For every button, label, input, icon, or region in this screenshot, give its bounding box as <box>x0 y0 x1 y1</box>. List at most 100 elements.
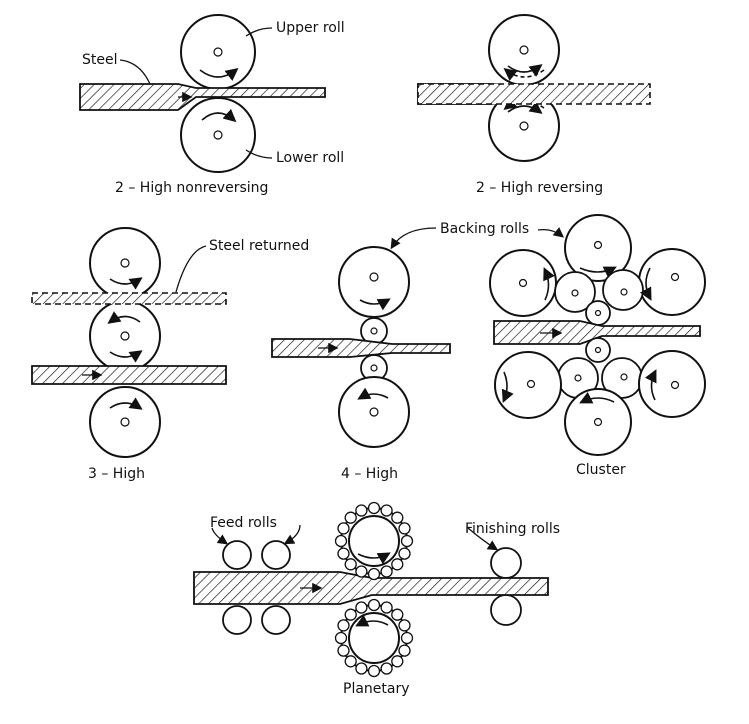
lower-planet-roll <box>391 655 404 668</box>
upper-planet-roll <box>344 511 357 524</box>
feed-roll-lower-2 <box>261 605 291 635</box>
upper-planet-roll <box>344 558 357 571</box>
cluster-caption: Cluster <box>576 462 626 478</box>
lower-planet-roll <box>367 664 381 678</box>
middle-roll-hub <box>120 331 130 341</box>
upper-roll-rotation-arrow <box>199 68 239 81</box>
lower-roll-hub <box>213 130 223 140</box>
upper-planet-roll <box>334 534 348 548</box>
hub <box>526 379 536 389</box>
upper-backing-roll-arrow <box>359 298 391 311</box>
upper-planetary-rotation-arrow <box>357 552 391 565</box>
backing-rolls-label: Backing rolls <box>440 221 529 237</box>
middle-roll-upper-arrow <box>107 311 141 324</box>
upper-planet-roll <box>337 522 350 535</box>
finishing-roll-upper <box>490 547 522 579</box>
upper-planet-roll <box>367 567 381 581</box>
hub <box>670 272 680 282</box>
upper-roll-reverse-arrow <box>503 68 545 81</box>
middle-roll-lower-arrow <box>109 350 143 363</box>
hub <box>620 288 628 296</box>
two-high-reversing-caption: 2 – High reversing <box>476 180 603 196</box>
bottom-roll-hub <box>120 417 130 427</box>
lower-backing-roll-hub <box>369 407 379 417</box>
steel-leader <box>119 59 151 85</box>
steel-strip-return <box>417 83 651 105</box>
lower-planet-roll <box>355 601 368 614</box>
upper-roll-forward-arrow <box>507 64 543 77</box>
steel-strip <box>193 571 549 605</box>
lower-planet-roll <box>380 662 393 675</box>
steel-strip <box>493 320 701 345</box>
hub <box>620 373 628 381</box>
lower-planet-roll <box>380 601 393 614</box>
steel-returned-leader <box>175 245 207 293</box>
lower-planetary-rotation-arrow <box>355 614 389 627</box>
lower-roll-reverse-arrow <box>503 97 545 110</box>
lower-planet-roll <box>344 608 357 621</box>
cluster-rotation-arrow <box>639 267 652 301</box>
backing-rolls-leader-left <box>390 227 437 250</box>
two-high-reversing-mill: 2 – High reversing <box>417 14 651 196</box>
lower-planet-roll <box>355 662 368 675</box>
top-roll-hub <box>120 258 130 268</box>
lower-planet-roll <box>337 619 350 632</box>
upper-planet-roll <box>355 504 368 517</box>
upper-planet-roll <box>367 501 381 515</box>
hub <box>574 374 582 382</box>
hub <box>670 380 680 390</box>
upper-planet-roll <box>337 547 350 560</box>
upper-planet-roll <box>380 565 393 578</box>
feed-roll-upper-1 <box>222 540 252 570</box>
lower-roll-leader <box>245 149 273 159</box>
lower-planet-roll <box>391 608 404 621</box>
upper-roll-hub <box>519 45 529 55</box>
lower-roll-label: Lower roll <box>276 150 344 166</box>
upper-planet-roll <box>391 511 404 524</box>
cluster-rotation-arrow <box>543 267 555 301</box>
upper-planet-roll <box>400 534 414 548</box>
upper-backing-roll-hub <box>369 272 379 282</box>
top-roll-rotation-arrow <box>109 277 143 290</box>
feed-rolls-label: Feed rolls <box>210 515 277 531</box>
upper-planetary-assembly <box>334 501 414 581</box>
lower-planet-roll <box>337 644 350 657</box>
steel-returned-label: Steel returned <box>209 238 309 254</box>
hub <box>594 346 602 354</box>
returned-steel-strip <box>31 292 227 305</box>
lower-backing-roll-arrow <box>357 387 389 400</box>
two-high-nonreversing-caption: 2 – High nonreversing <box>115 180 268 196</box>
four-high-mill: 4 – High <box>271 227 451 482</box>
lower-roll-forward-arrow <box>507 101 543 114</box>
lower-roll-rotation-arrow <box>201 108 237 123</box>
hub <box>593 417 603 427</box>
lower-planet-roll <box>400 631 414 645</box>
upper-roll-hub <box>213 47 223 57</box>
cluster-rotation-arrow <box>579 391 615 404</box>
lower-roll-hub <box>519 121 529 131</box>
feed-rolls-leader-left <box>211 527 229 545</box>
upper-planet-roll <box>398 547 411 560</box>
hub <box>593 240 603 250</box>
lower-planet-roll <box>367 598 381 612</box>
steel-label: Steel <box>82 52 118 68</box>
steel-strip <box>31 365 227 385</box>
three-high-caption: 3 – High <box>88 466 145 482</box>
planetary-caption: Planetary <box>343 681 410 697</box>
feed-roll-lower-1 <box>222 605 252 635</box>
planetary-mill: Feed rolls Finishing rolls Planetary <box>193 501 560 697</box>
lower-work-roll-hub <box>370 364 378 372</box>
feed-rolls-leader-right <box>283 524 301 545</box>
upper-planet-roll <box>380 504 393 517</box>
finishing-rolls-label: Finishing rolls <box>465 521 560 537</box>
hub <box>594 309 602 317</box>
backing-rolls-leader-right <box>537 227 565 238</box>
bottom-roll-rotation-arrow <box>109 397 143 410</box>
hub <box>571 289 579 297</box>
upper-work-roll-hub <box>370 327 378 335</box>
upper-roll-leader <box>245 27 273 37</box>
upper-backing-roll <box>338 246 410 318</box>
lower-planetary-assembly <box>334 598 414 678</box>
steel-strip <box>79 83 326 111</box>
